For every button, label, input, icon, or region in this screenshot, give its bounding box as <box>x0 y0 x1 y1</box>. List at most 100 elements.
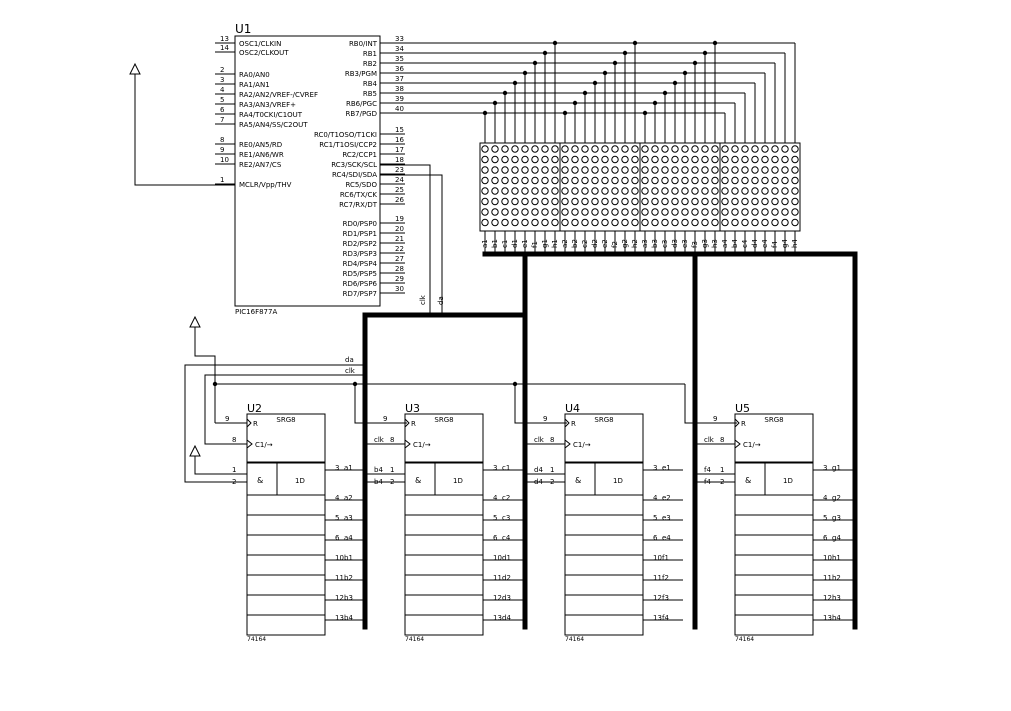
junction-dot <box>602 70 608 76</box>
matrix-led <box>501 197 509 206</box>
srg-output-pin: 13 <box>653 614 662 622</box>
matrix-led <box>731 218 739 227</box>
srg-stage <box>404 494 484 516</box>
junction-dot <box>592 80 598 86</box>
matrix-led <box>761 187 769 195</box>
mcu-right-pin-name: RC6/TX/CK <box>340 191 378 199</box>
srg-output-net: d2 <box>502 574 511 582</box>
srg-clock-pin: 8 <box>720 436 724 444</box>
matrix-led <box>791 218 799 227</box>
mcu-u1[interactable]: U1 PIC16F877A 13OSC1/CLKIN14OSC2/CLKOUT2… <box>215 22 405 316</box>
mcu-right-pin-name: RB4 <box>363 80 378 88</box>
srg-control-block <box>246 413 326 463</box>
matrix-led <box>571 176 579 185</box>
srg-output-net: f2 <box>662 574 669 582</box>
matrix-led <box>671 155 679 164</box>
srg-stage <box>246 494 326 516</box>
matrix-led <box>491 176 499 185</box>
matrix-led <box>631 197 639 206</box>
srg-part: 74164 <box>405 636 424 643</box>
matrix-led <box>511 218 519 227</box>
matrix-led <box>551 208 559 216</box>
matrix-led <box>651 197 659 206</box>
matrix-led <box>641 197 649 206</box>
matrix-led <box>781 145 789 153</box>
matrix-col-label: f3 <box>691 241 699 248</box>
matrix-led <box>611 208 619 216</box>
srg-clock-label: C1/→ <box>255 441 273 449</box>
matrix-led <box>751 155 759 164</box>
srg-clock-pin: 8 <box>232 436 236 444</box>
srg-stage <box>246 574 326 596</box>
matrix-led <box>481 166 489 174</box>
srg-control-block <box>734 413 814 463</box>
matrix-module <box>639 142 721 232</box>
mcu-right-pin-name: RB3/PGM <box>345 70 377 78</box>
mcu-right-pin-name: RD5/PSP5 <box>343 270 377 278</box>
matrix-led <box>651 208 659 216</box>
matrix-led <box>741 176 749 185</box>
mcu-left-pin-name: RA4/T0CKI/C1OUT <box>239 111 303 119</box>
srg-clear-pin: 9 <box>713 415 717 423</box>
matrix-led <box>771 155 779 164</box>
mcu-right-pin-name: RD0/PSP0 <box>343 220 377 228</box>
matrix-led <box>561 208 569 216</box>
matrix-led <box>741 187 749 195</box>
matrix-led <box>701 197 709 206</box>
srg-output-pin: 3 <box>653 464 657 472</box>
srg-in1-net: f4 <box>704 466 711 474</box>
matrix-led <box>621 166 629 174</box>
matrix-led <box>741 208 749 216</box>
matrix-led <box>681 197 689 206</box>
mcu-right-pin-number: 21 <box>395 235 404 243</box>
srg-stage <box>734 614 814 636</box>
matrix-led <box>651 155 659 164</box>
mcu-right-pin-name: RB6/PGC <box>346 100 377 108</box>
srg-stage <box>246 534 326 556</box>
srg-stage <box>404 614 484 636</box>
srg-output-net: a1 <box>344 464 353 472</box>
matrix-led <box>481 208 489 216</box>
srg-output-net: h1 <box>832 554 841 562</box>
matrix-led <box>531 155 539 164</box>
srg-part: 74164 <box>247 636 266 643</box>
matrix-led <box>721 197 729 206</box>
matrix-led <box>621 187 629 195</box>
matrix-led <box>661 187 669 195</box>
junction-dot <box>652 100 658 106</box>
matrix-led <box>611 166 619 174</box>
matrix-led <box>791 166 799 174</box>
matrix-col-label: d2 <box>591 239 599 248</box>
matrix-led <box>591 145 599 153</box>
matrix-led <box>551 145 559 153</box>
mcu-right-pin-number: 20 <box>395 225 404 233</box>
matrix-led <box>501 218 509 227</box>
matrix-led <box>541 187 549 195</box>
srg-stage <box>246 514 326 536</box>
mcu-right-pin-name: RB7/PGD <box>345 110 377 118</box>
matrix-led <box>551 197 559 206</box>
matrix-led <box>491 197 499 206</box>
mcu-right-pin-name: RD6/PSP6 <box>343 280 378 288</box>
srg-clk-net: clk <box>374 436 385 444</box>
matrix-led <box>561 176 569 185</box>
matrix-led <box>691 218 699 227</box>
srg-in2-pin: 2 <box>550 478 554 486</box>
srg-gate-label: & <box>257 476 263 485</box>
mcu-right-pin-number: 37 <box>395 75 404 83</box>
matrix-led <box>481 218 489 227</box>
matrix-led <box>641 176 649 185</box>
srg-output-pin: 10 <box>335 554 344 562</box>
matrix-col-label: h3 <box>711 239 719 248</box>
matrix-led <box>641 145 649 153</box>
matrix-led <box>731 166 739 174</box>
matrix-led <box>641 218 649 227</box>
matrix-led <box>721 176 729 185</box>
matrix-col-label: g1 <box>541 239 549 248</box>
mcu-left-pin-number: 10 <box>220 156 229 164</box>
